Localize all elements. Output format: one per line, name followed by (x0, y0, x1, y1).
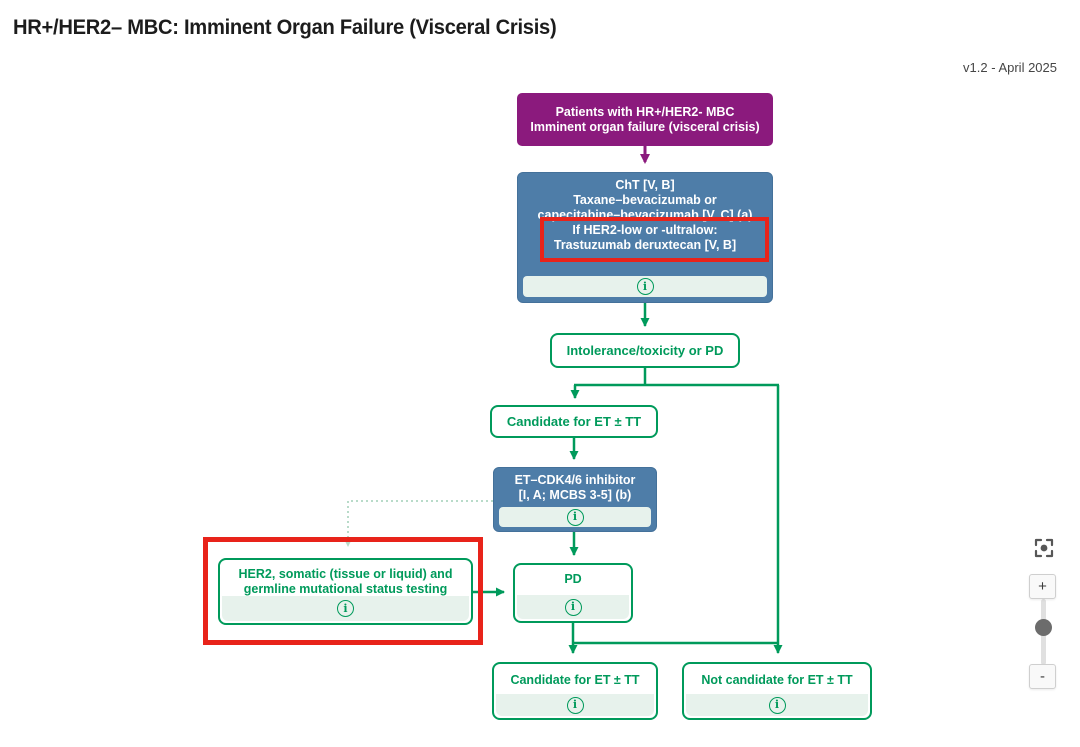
zoom-out-button[interactable]: - (1029, 664, 1056, 689)
zoom-in-button[interactable]: + (1029, 574, 1056, 599)
node-text: Imminent organ failure (visceral crisis) (530, 119, 760, 134)
page-title: HR+/HER2– MBC: Imminent Organ Failure (V… (13, 16, 557, 39)
recenter-icon[interactable] (1032, 536, 1056, 560)
node-text: ET–CDK4/6 inhibitor (514, 473, 636, 487)
node-pd: PD i (513, 563, 633, 623)
node-text: Patients with HR+/HER2- MBC (555, 104, 735, 119)
node-text: If HER2-low or -ultralow: (572, 223, 718, 237)
node-candidate-et-tt: Candidate for ET ± TT (490, 405, 658, 438)
info-icon[interactable]: i (566, 508, 584, 526)
version-label: v1.2 - April 2025 (963, 60, 1057, 75)
info-band: i (496, 694, 654, 716)
node-text: [I, A; MCBS 3-5] (b) (518, 488, 632, 502)
node-patients-with-mbc: Patients with HR+/HER2- MBC Imminent org… (517, 93, 773, 146)
info-icon[interactable]: i (337, 600, 354, 617)
node-her2-mutational-testing: HER2, somatic (tissue or liquid) and ger… (218, 558, 473, 625)
node-et-cdk46-inhibitor: ET–CDK4/6 inhibitor [I, A; MCBS 3-5] (b)… (493, 467, 657, 532)
info-band: i (517, 595, 629, 619)
info-icon[interactable]: i (566, 696, 584, 714)
node-text: Not candidate for ET ± TT (701, 673, 853, 687)
node-text: capecitabine–bevacizumab [V, C] (a) (537, 208, 753, 222)
node-text: ChT [V, B] (615, 178, 675, 192)
zoom-slider-handle[interactable] (1035, 619, 1052, 636)
node-text: Taxane–bevacizumab or (573, 193, 717, 207)
info-band: i (523, 276, 767, 297)
node-text: germline mutational status testing (243, 582, 448, 596)
node-text: Intolerance/toxicity or PD (566, 343, 724, 358)
node-not-candidate-et-tt: Not candidate for ET ± TT i (682, 662, 872, 720)
node-text: PD (564, 572, 582, 586)
info-band: i (499, 507, 651, 527)
node-text: Candidate for ET ± TT (506, 414, 642, 429)
node-text: Trastuzumab deruxtecan [V, B] (553, 238, 737, 252)
node-text: Candidate for ET ± TT (510, 673, 640, 687)
node-intolerance-toxicity-pd: Intolerance/toxicity or PD (550, 333, 740, 368)
node-candidate-et-tt-final: Candidate for ET ± TT i (492, 662, 658, 720)
node-cht-regimen: ChT [V, B] Taxane–bevacizumab or capecit… (517, 172, 773, 303)
info-icon[interactable]: i (636, 278, 654, 295)
node-text: HER2, somatic (tissue or liquid) and (238, 567, 453, 581)
info-band: i (686, 694, 868, 716)
info-band: i (222, 596, 469, 621)
info-icon[interactable]: i (564, 598, 582, 616)
info-icon[interactable]: i (768, 696, 786, 714)
